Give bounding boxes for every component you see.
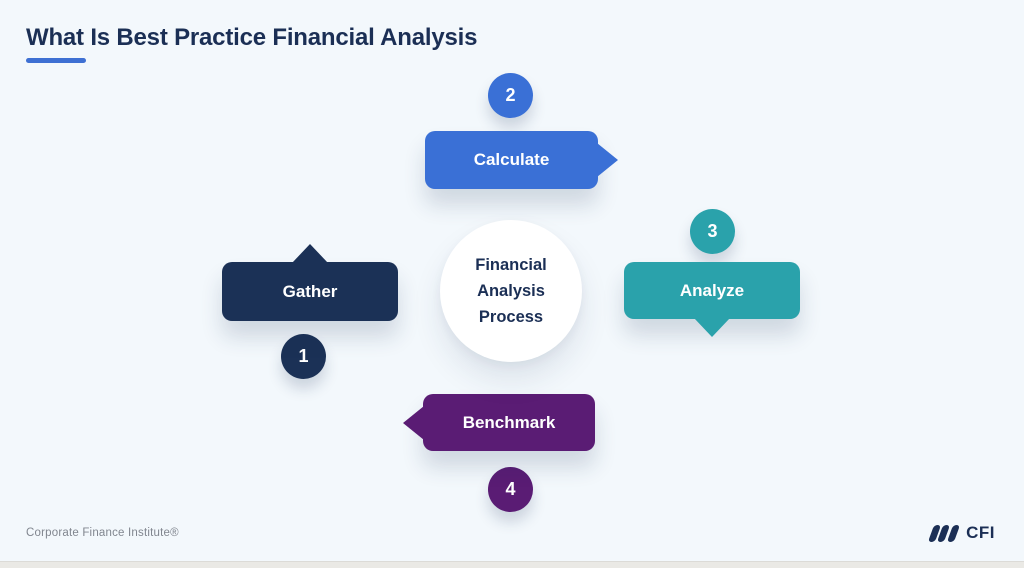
footer-credit: Corporate Finance Institute® — [26, 527, 179, 539]
arrow-up-icon — [292, 244, 328, 263]
center-line-2: Analysis — [477, 282, 545, 300]
cfi-logo-text: CFI — [966, 523, 995, 542]
title-underline — [26, 58, 86, 63]
page-title: What Is Best Practice Financial Analysis — [26, 24, 478, 51]
center-line-3: Process — [478, 308, 544, 326]
arrow-right-icon — [597, 143, 618, 177]
step-1-badge: 1 — [281, 334, 326, 379]
step-3-label: Analyze — [679, 280, 745, 300]
center-line-1: Financial — [475, 256, 547, 274]
step-1-label: Gather — [282, 281, 338, 301]
slide-bottom-edge — [0, 561, 1024, 568]
step-1-gather-box: Gather — [222, 244, 398, 321]
step-3-analyze-box: Analyze — [624, 262, 800, 337]
step-2-badge: 2 — [488, 73, 533, 118]
step-3-badge: 3 — [690, 209, 735, 254]
step-4-benchmark-box: Benchmark — [403, 394, 595, 451]
step-4-badge: 4 — [488, 467, 533, 512]
step-2-calculate-box: Calculate — [425, 131, 618, 189]
cfi-logo-bars-icon — [927, 524, 960, 542]
cfi-logo: CFI — [927, 523, 995, 543]
step-2-label: Calculate — [473, 150, 550, 169]
arrow-left-icon — [403, 405, 424, 440]
arrow-down-icon — [694, 318, 730, 337]
center-circle: Financial Analysis Process — [440, 220, 582, 362]
step-4-label: Benchmark — [462, 412, 556, 432]
